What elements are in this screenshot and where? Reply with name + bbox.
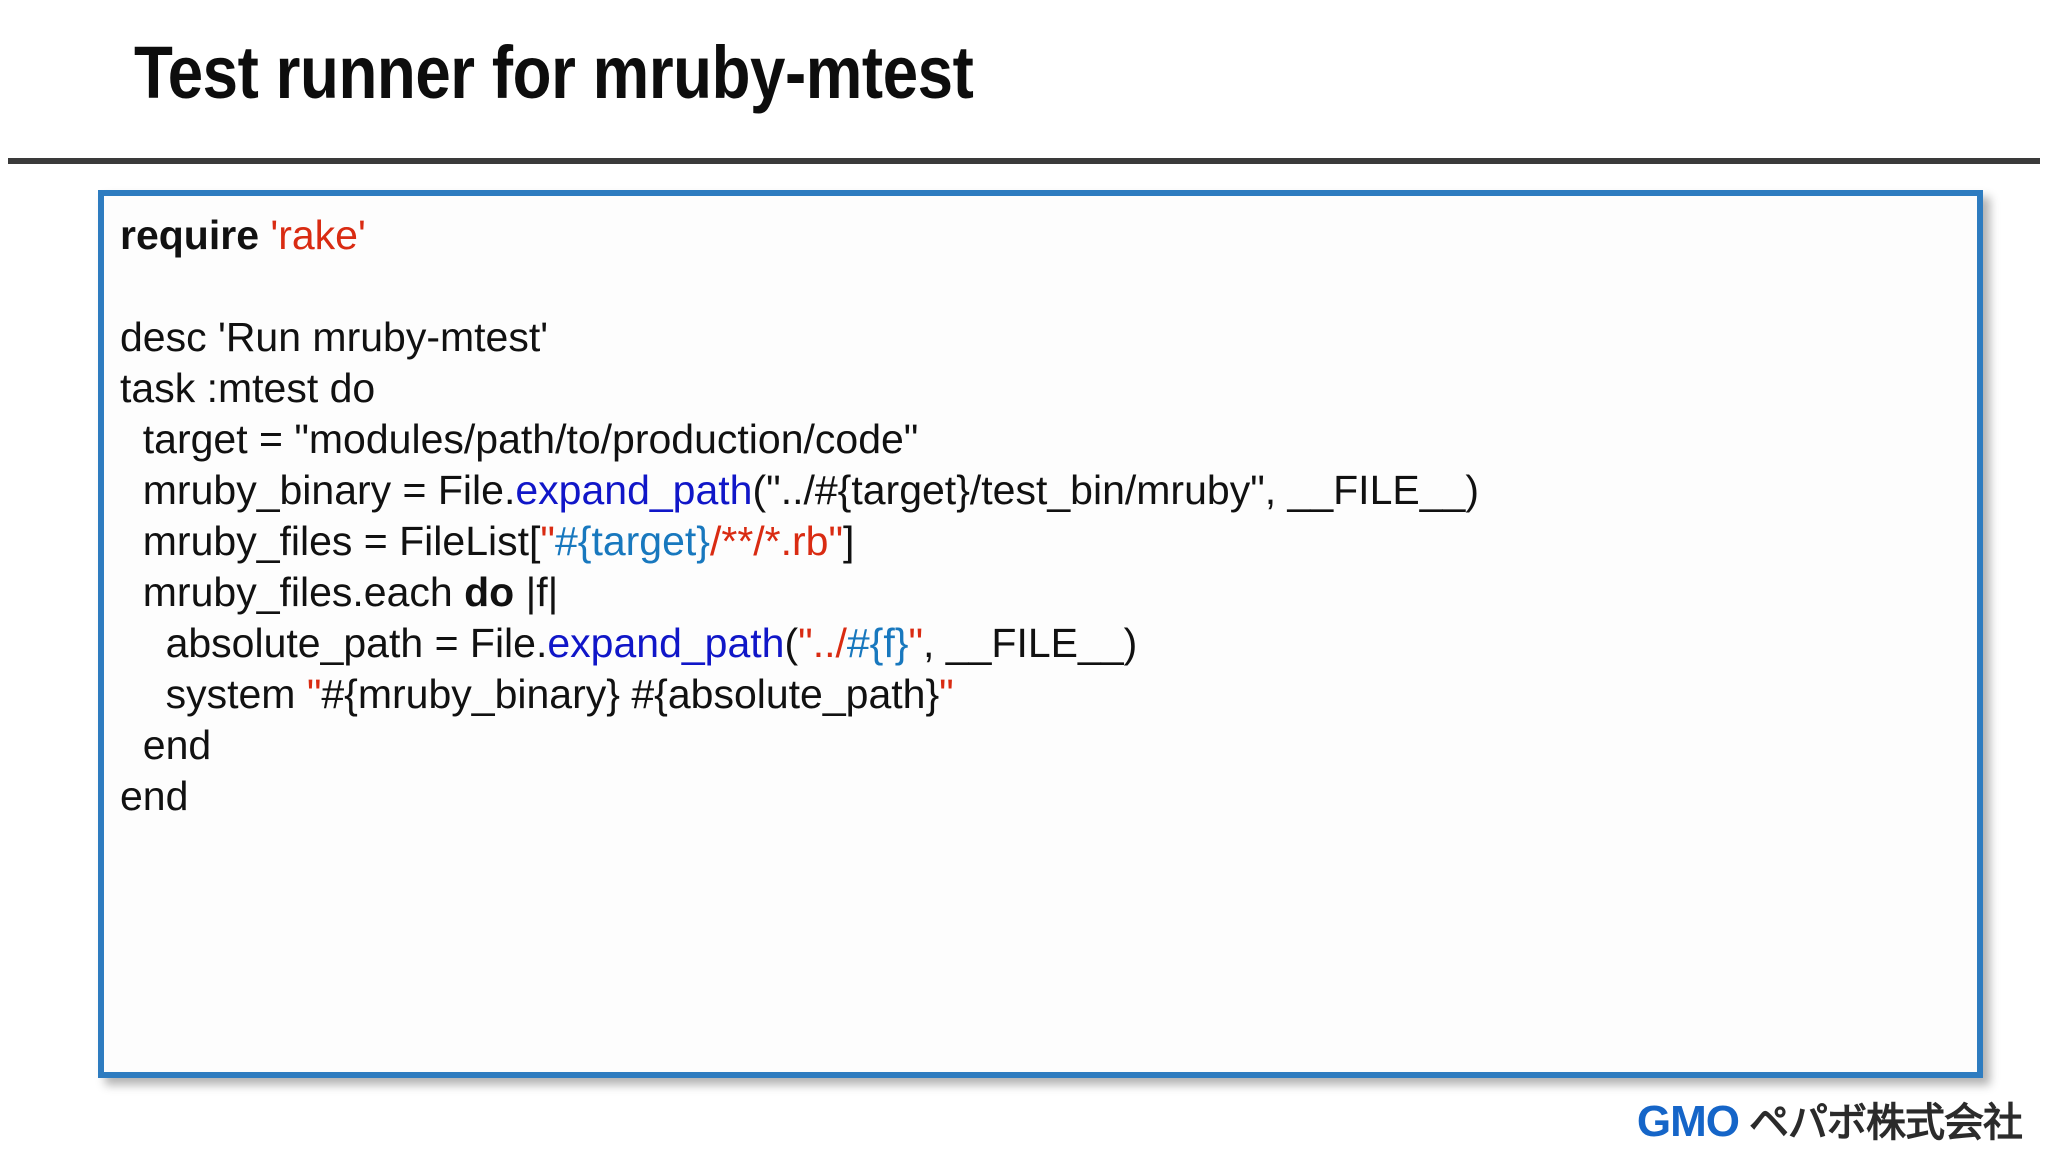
code-token: mruby_files = FileList[ <box>120 518 541 564</box>
code-listing: require 'rake' desc 'Run mruby-mtest' tas… <box>120 210 1967 822</box>
code-token: end <box>120 773 189 819</box>
code-token: " <box>908 620 924 666</box>
code-token: expand_path <box>515 467 753 513</box>
code-block-panel: require 'rake' desc 'Run mruby-mtest' tas… <box>98 190 1983 1078</box>
code-token: "../ <box>798 620 847 666</box>
code-token: #{mruby_binary} #{absolute_path} <box>321 671 940 717</box>
line-each: mruby_files.each do |f| <box>120 567 1967 618</box>
code-token: do <box>464 569 515 615</box>
line-absolute-path: absolute_path = File.expand_path("../#{f… <box>120 618 1967 669</box>
code-token: , __FILE__) <box>923 620 1138 666</box>
code-token: /**/*.rb" <box>709 518 844 564</box>
line-desc: desc 'Run mruby-mtest' <box>120 312 1967 363</box>
footer-logo: GMO ペパボ株式会社 <box>1636 1097 2023 1146</box>
code-token: ( <box>784 620 799 666</box>
code-token: end <box>120 722 212 768</box>
line-mruby-binary: mruby_binary = File.expand_path("../#{ta… <box>120 465 1967 516</box>
code-token: expand_path <box>547 620 785 666</box>
code-token: absolute_path = File. <box>120 620 548 666</box>
code-token: ] <box>843 518 855 564</box>
title-divider <box>8 158 2040 164</box>
code-token: require <box>120 212 271 258</box>
code-token: mruby_binary = File. <box>120 467 516 513</box>
code-token: " <box>306 671 322 717</box>
code-token: system <box>120 671 307 717</box>
line-end-inner: end <box>120 720 1967 771</box>
line-end-outer: end <box>120 771 1967 822</box>
line-system: system "#{mruby_binary} #{absolute_path}… <box>120 669 1967 720</box>
line-require: require 'rake' <box>120 210 1967 261</box>
code-token: target = "modules/path/to/production/cod… <box>120 416 919 462</box>
code-token: desc 'Run mruby-mtest' <box>120 314 549 360</box>
code-token: mruby_files.each <box>120 569 465 615</box>
line-task: task :mtest do <box>120 363 1967 414</box>
code-token: 'rake' <box>270 212 366 258</box>
line-target: target = "modules/path/to/production/cod… <box>120 414 1967 465</box>
code-token: " <box>540 518 555 564</box>
code-token: |f| <box>514 569 559 615</box>
page-title: Test runner for mruby-mtest <box>134 31 974 114</box>
code-token: #{target} <box>554 518 710 564</box>
line-mruby-files: mruby_files = FileList["#{target}/**/*.r… <box>120 516 1967 567</box>
line-blank-1 <box>120 261 1967 312</box>
pepabo-logo-text: ペパボ株式会社 <box>1749 1100 2023 1146</box>
gmo-logo-text: GMO <box>1636 1097 1740 1146</box>
code-token: task :mtest do <box>120 365 376 411</box>
code-token: #{f} <box>846 620 909 666</box>
code-token: ("../#{target}/test_bin/mruby", __FILE__… <box>752 467 1479 513</box>
code-token: " <box>939 671 954 717</box>
